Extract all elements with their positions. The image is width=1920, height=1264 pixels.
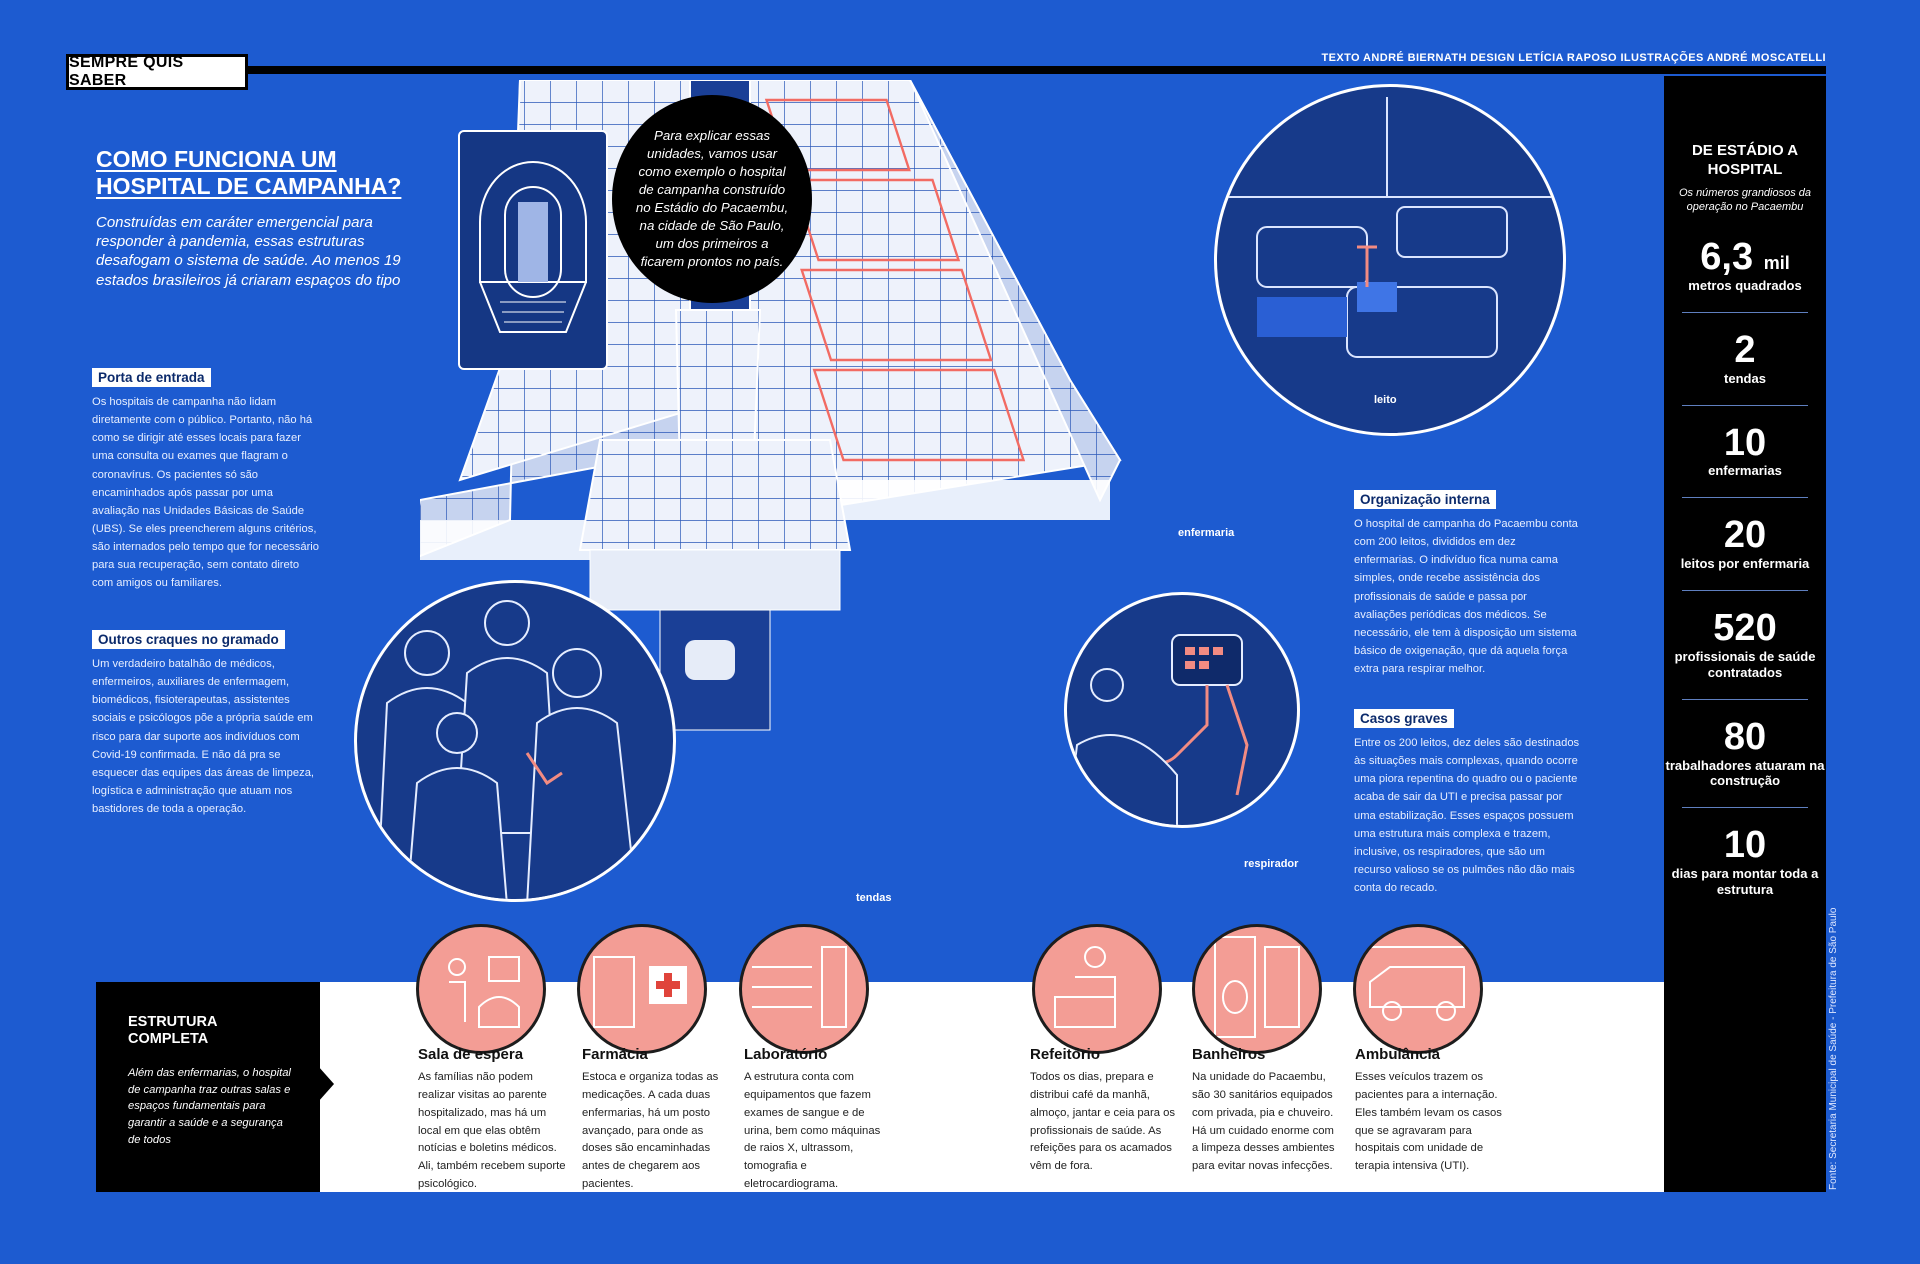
stat-item: 6,3 mil metros quadrados [1664, 236, 1826, 294]
facility-text: Todos os dias, prepara e distribui café … [1030, 1071, 1176, 1173]
section-outros-craques: Outros craques no gramado Um verdadeiro … [92, 630, 322, 818]
stat-item: 10 enfermarias [1664, 421, 1826, 480]
label-respirador: respirador [1244, 858, 1299, 870]
divider [1682, 497, 1808, 499]
stat-number: 10 [1723, 421, 1767, 464]
source-note: Fonte: Secretaria Municipal de Saúde - P… [1828, 907, 1839, 1190]
stat-number: 20 [1723, 514, 1767, 557]
divider [1682, 404, 1808, 406]
pharmacy-icon [577, 924, 707, 1054]
credits: TEXTO ANDRÉ BIERNATH DESIGN LETÍCIA RAPO… [1321, 52, 1826, 64]
header-rule [66, 66, 1826, 74]
facility-name: Farmácia [582, 1046, 648, 1063]
section-text: Um verdadeiro batalhão de médicos, enfer… [92, 658, 315, 816]
stat-item: 520 profissionais de saúde contratados [1664, 607, 1826, 681]
divider [1682, 311, 1808, 313]
beds-illustration [1227, 97, 1559, 358]
section-title: Outros craques no gramado [92, 630, 285, 649]
stat-item: 10 dias para montar toda a estrutura [1664, 824, 1826, 898]
facility-text: Esses veículos trazem os pacientes para … [1355, 1071, 1502, 1173]
divider [1682, 807, 1808, 809]
stat-label: tendas [1724, 370, 1766, 386]
speech-bubble: Para explicar essas unidades, vamos usar… [612, 95, 812, 303]
team-vignette [354, 580, 676, 902]
facility-farmacia: Farmácia Estoca e organiza todas as medi… [582, 1046, 732, 1194]
laboratory-icon [739, 924, 869, 1054]
stat-unit: mil [1763, 253, 1790, 274]
stadium-inset [458, 130, 608, 370]
medical-team-illustration [376, 600, 638, 899]
label-tendas: tendas [856, 892, 892, 904]
facility-text: Na unidade do Pacaembu, são 30 sanitário… [1192, 1071, 1335, 1173]
waiting-room-icon [416, 924, 546, 1054]
stat-label: leitos por enfermaria [1680, 556, 1810, 572]
bathroom-icon [1192, 924, 1322, 1054]
ward-vignette [1214, 84, 1566, 436]
stadium-map-icon [479, 161, 587, 333]
stat-label: profissionais de saúde contratados [1674, 648, 1816, 680]
divider [1682, 698, 1808, 700]
arrow-right-icon [318, 1066, 334, 1102]
facility-name: Ambulância [1355, 1046, 1441, 1063]
stat-number: 2 [1734, 328, 1756, 371]
stat-item: 20 leitos por enfermaria [1664, 514, 1826, 572]
stat-number: 10 [1723, 824, 1767, 867]
source-note-wrapper: Fonte: Secretaria Municipal de Saúde - P… [1826, 908, 1842, 1200]
divider [1682, 590, 1808, 592]
label-leito: leito [1374, 394, 1397, 406]
facility-ambulancia: Ambulância Esses veículos trazem os paci… [1355, 1046, 1505, 1176]
stat-item: 2 tendas [1664, 328, 1826, 387]
facility-text: Estoca e organiza todas as medicações. A… [582, 1071, 719, 1191]
stat-number: 6,3 [1700, 236, 1754, 279]
section-title: Casos graves [1354, 709, 1454, 728]
label-enfermaria: enfermaria [1178, 527, 1235, 539]
section-organizacao-interna: Organização interna O hospital de campan… [1354, 490, 1580, 678]
facility-name: Sala de espera [418, 1046, 524, 1063]
section-text: O hospital de campanha do Pacaembu conta… [1354, 518, 1578, 676]
section-casos-graves: Casos graves Entre os 200 leitos, dez de… [1354, 709, 1580, 897]
section-title: Organização interna [1354, 490, 1496, 509]
ambulance-icon [1353, 924, 1483, 1054]
respirator-illustration [1067, 634, 1249, 825]
section-text: Os hospitais de campanha não lidam diret… [92, 396, 320, 590]
estrutura-text: Além das enfermarias, o hospital de camp… [128, 1066, 291, 1146]
facility-sala-de-espera: Sala de espera As famílias não podem rea… [418, 1046, 568, 1194]
stats-subtitle: Os números grandiosos da operação no Pac… [1678, 186, 1812, 213]
section-porta-de-entrada: Porta de entrada Os hospitais de campanh… [92, 368, 322, 593]
facility-laboratorio: Laboratório A estrutura conta com equipa… [744, 1046, 894, 1194]
section-text: Entre os 200 leitos, dez deles são desti… [1354, 737, 1580, 895]
facility-name: Banheiros [1192, 1046, 1266, 1063]
facility-name: Refeitório [1030, 1046, 1101, 1063]
respirator-vignette [1064, 592, 1300, 828]
section-title: Porta de entrada [92, 368, 211, 387]
stat-number: 80 [1723, 715, 1767, 758]
stat-label: dias para montar toda a estrutura [1671, 866, 1819, 898]
stat-label: metros quadrados [1688, 277, 1802, 293]
facility-text: A estrutura conta com equipamentos que f… [744, 1071, 881, 1191]
stats-title: DE ESTÁDIO A HOSPITAL [1691, 142, 1799, 178]
facility-refeitorio: Refeitório Todos os dias, prepara e dist… [1030, 1046, 1180, 1176]
section-tag: SEMPRE QUIS SABER [66, 54, 248, 90]
intro-text: Construídas em caráter emergencial para … [96, 214, 401, 289]
stat-item: 80 trabalhadores atuaram na construção [1664, 715, 1826, 790]
stat-number: 520 [1713, 607, 1777, 650]
stats-column: DE ESTÁDIO A HOSPITAL Os números grandio… [1664, 76, 1826, 1192]
facility-banheiros: Banheiros Na unidade do Pacaembu, são 30… [1192, 1046, 1342, 1176]
facility-name: Laboratório [744, 1046, 828, 1063]
facility-text: As famílias não podem realizar visitas a… [418, 1071, 566, 1191]
stat-label: trabalhadores atuaram na construção [1665, 757, 1825, 789]
estrutura-intro: ESTRUTURA COMPLETA Além das enfermarias,… [96, 982, 320, 1192]
estrutura-title: ESTRUTURA COMPLETA [128, 1014, 217, 1048]
stat-label: enfermarias [1708, 463, 1782, 479]
cafeteria-icon [1032, 924, 1162, 1054]
page-title: COMO FUNCIONA UM HOSPITAL DE CAMPANHA? [96, 146, 402, 200]
